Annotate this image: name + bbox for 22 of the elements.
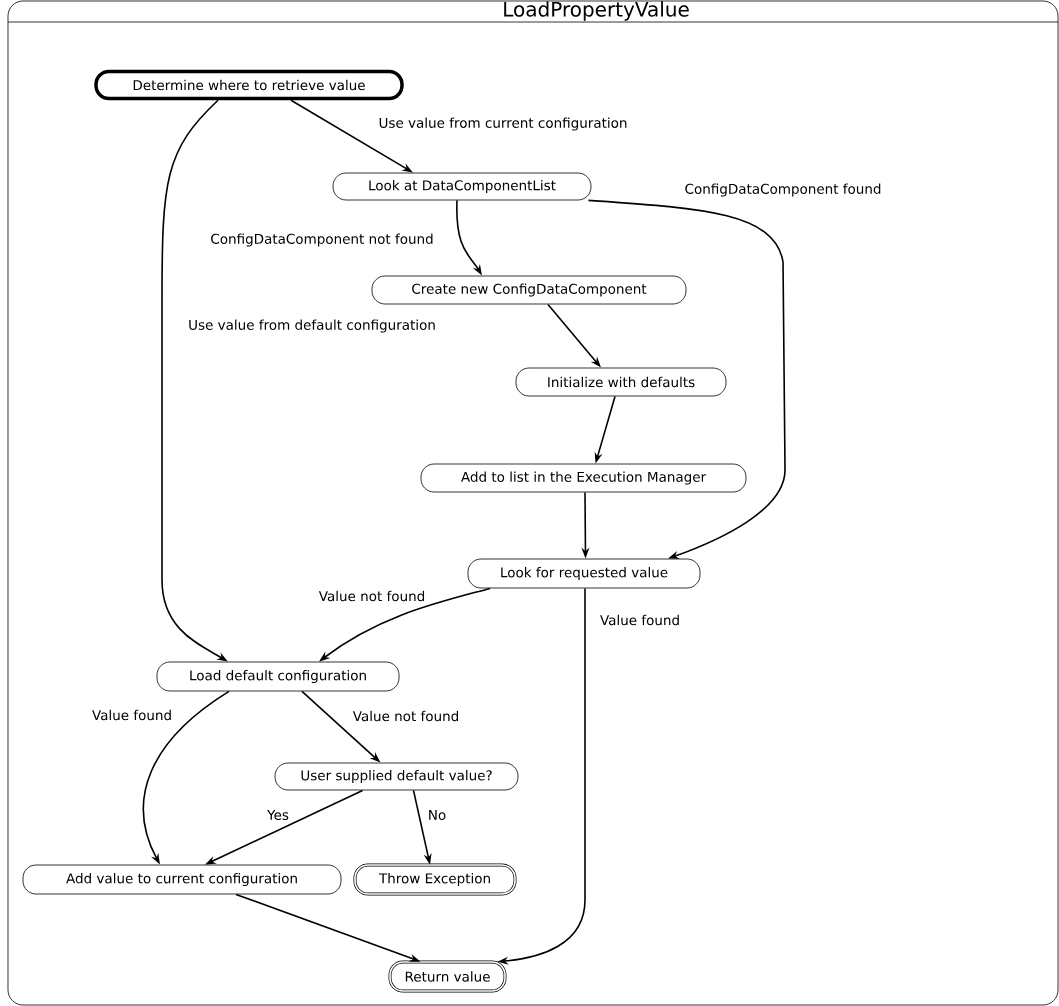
state-box: Initialize with defaults (515, 367, 727, 397)
state-box: Look at DataComponentList (332, 172, 592, 201)
edge-label: Value not found (317, 589, 427, 603)
start-state: Determine where to retrieve value (94, 69, 404, 101)
state-box: Add to list in the Execution Manager (420, 463, 747, 493)
edge-label: ConfigDataComponent not found (209, 232, 435, 248)
edge-label: ConfigDataComponent found (683, 182, 883, 198)
edge-label: No (426, 809, 448, 822)
edge-label: Yes (266, 809, 290, 822)
edge-label: Value not found (351, 709, 461, 723)
edge-label: Value found (599, 613, 682, 627)
edge-label: Use value from default configuration (187, 318, 437, 334)
arrow (587, 199, 786, 559)
edge-label: Value found (90, 708, 174, 722)
state-box: Look for requested value (467, 558, 701, 589)
final-state: Return value (388, 960, 507, 993)
state-box: User supplied default value? (274, 762, 519, 791)
state-box: Add value to current configuration (22, 864, 342, 895)
final-state: Throw Exception (353, 863, 517, 896)
edge-label: Use value from current configuration (377, 116, 629, 132)
state-box: Create new ConfigDataComponent (371, 275, 687, 305)
state-box: Load default configuration (156, 661, 400, 692)
